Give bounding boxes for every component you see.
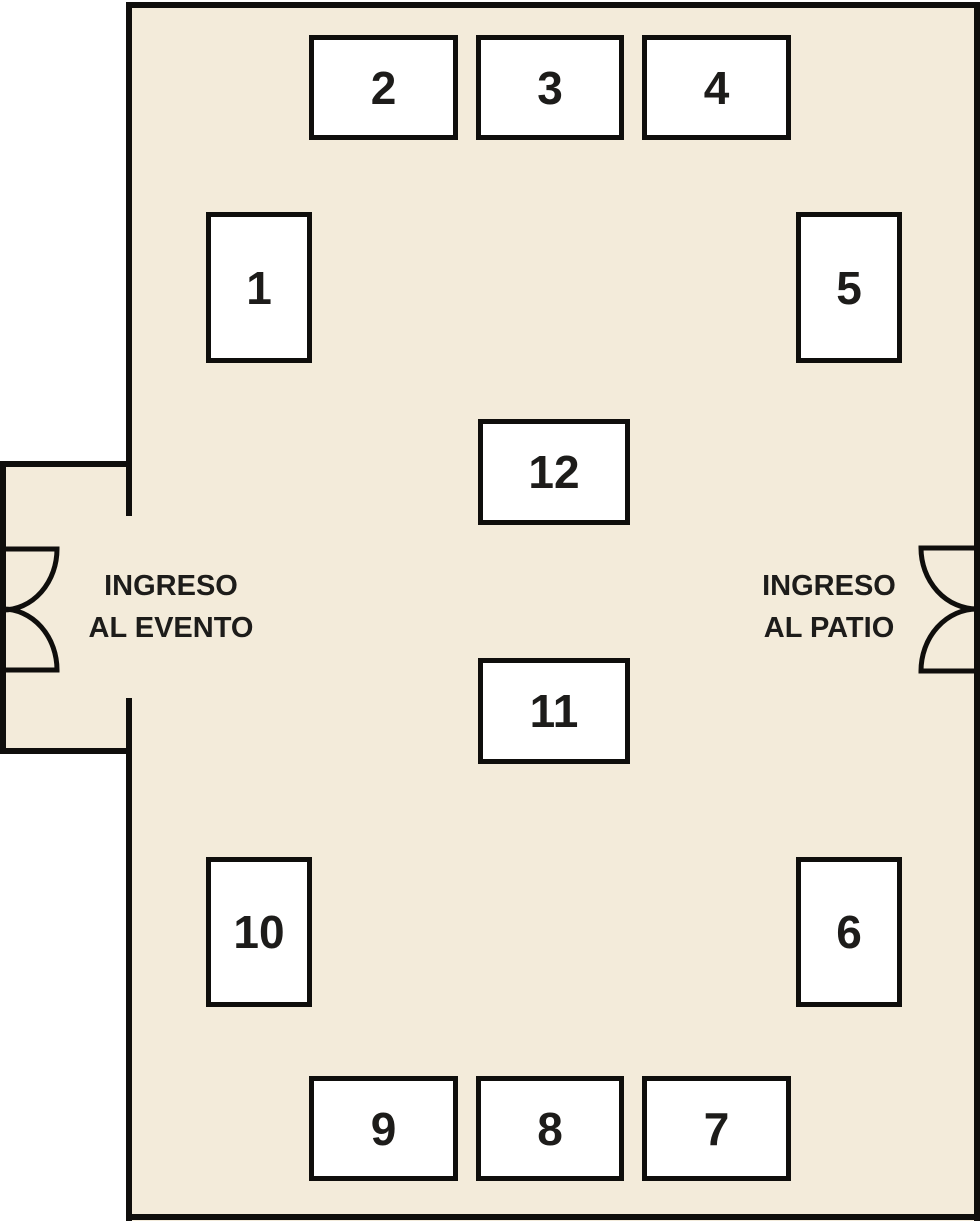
- booth-4-number: 4: [703, 61, 730, 114]
- booth-6-number: 6: [836, 906, 862, 958]
- booth-11: 11: [478, 658, 630, 764]
- booth-2-number: 2: [370, 61, 397, 114]
- booth-5: 5: [796, 212, 902, 363]
- door-leaf-upper: [918, 545, 978, 612]
- entrance-patio-label: INGRESO AL PATIO: [762, 565, 896, 649]
- booth-1-number: 1: [246, 261, 272, 314]
- booth-8-number: 8: [537, 1102, 563, 1155]
- booth-9: 9: [309, 1076, 458, 1181]
- booth-2: 2: [309, 35, 458, 140]
- door-leaf-lower: [2, 606, 60, 673]
- booth-10: 10: [206, 857, 312, 1007]
- booth-8: 8: [476, 1076, 624, 1181]
- booth-12-number: 12: [528, 446, 580, 498]
- booth-12: 12: [478, 419, 630, 525]
- main-room-floor: [126, 2, 980, 1221]
- entrance-event-label-line2: AL EVENTO: [88, 612, 254, 644]
- double-door-swing-icon-right: [918, 545, 978, 674]
- booth-7-number: 7: [703, 1102, 730, 1155]
- booth-11-number: 11: [529, 685, 579, 737]
- entrance-event-label-line1: INGRESO: [104, 570, 238, 602]
- booth-6: 6: [796, 857, 902, 1007]
- booth-1: 1: [206, 212, 312, 363]
- booth-4: 4: [642, 35, 791, 140]
- booth-5-number: 5: [836, 261, 862, 314]
- booth-3: 3: [476, 35, 624, 140]
- double-door-swing-icon-left: [2, 546, 60, 673]
- booth-7: 7: [642, 1076, 791, 1181]
- booth-3-number: 3: [537, 61, 563, 114]
- entrance-event-label: INGRESO AL EVENTO: [89, 565, 254, 649]
- booth-9-number: 9: [370, 1102, 397, 1155]
- entrance-patio-label-line1: INGRESO: [762, 570, 896, 602]
- door-leaf-lower: [918, 606, 978, 674]
- entrance-patio-label-line2: AL PATIO: [763, 612, 895, 644]
- booth-10-number: 10: [233, 906, 285, 958]
